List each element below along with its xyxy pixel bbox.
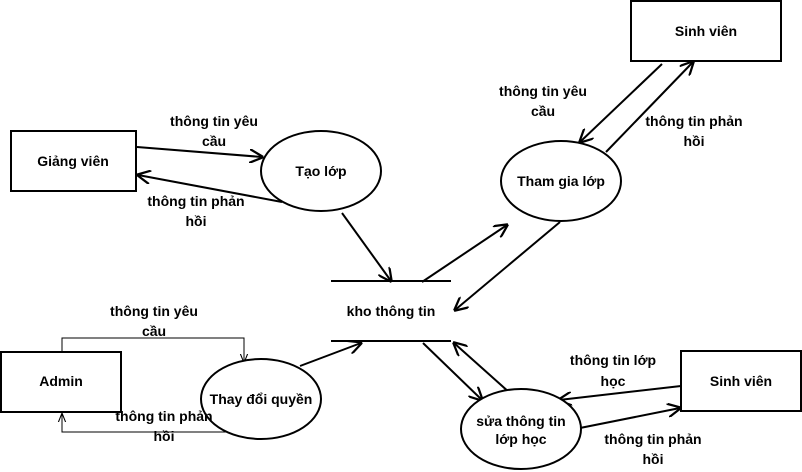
- flow-label-sv1-req-1: thông tin yêu: [499, 83, 587, 99]
- flow-label-sv2-req-1: thông tin lớp: [570, 352, 656, 368]
- entity-sinh-vien-top-label: Sinh viên: [675, 23, 737, 39]
- entity-admin: Admin: [0, 351, 122, 413]
- entity-sinh-vien-top: Sinh viên: [630, 0, 782, 62]
- flow-gv-to-tao-lop: [136, 146, 262, 157]
- process-sua-thong-tin: sửa thông tin lớp học: [460, 388, 582, 470]
- entity-sinh-vien-bottom: Sinh viên: [680, 350, 802, 412]
- flow-label-gv-req-2: cầu: [202, 133, 226, 149]
- flow-label-sv2-resp-1: thông tin phản: [604, 431, 701, 447]
- flow-tham-gia-to-kho: [455, 221, 561, 310]
- flow-label-admin-req-1: thông tin yêu: [110, 303, 198, 319]
- flow-sua-to-sv-bottom: [574, 408, 680, 430]
- flow-admin-to-thay-doi: [61, 337, 244, 362]
- flow-tao-lop-to-kho: [341, 212, 391, 281]
- flow-label-gv-req-1: thông tin yêu: [170, 113, 258, 129]
- datastore-kho-thong-tin: kho thông tin: [331, 280, 451, 342]
- process-tham-gia-lop: Tham gia lớp: [500, 140, 622, 222]
- flow-label-sv2-req-2: học: [601, 373, 626, 389]
- flow-kho-to-sua: [422, 342, 482, 400]
- flow-thay-doi-to-admin: [62, 414, 226, 433]
- flow-label-sv1-req-2: cầu: [531, 103, 555, 119]
- process-thay-doi-quyen-label: Thay đổi quyền: [210, 391, 313, 407]
- process-tao-lop-label: Tạo lớp: [295, 163, 346, 179]
- process-thay-doi-quyen: Thay đổi quyền: [200, 358, 322, 440]
- flow-label-sv1-resp-1: thông tin phản: [645, 113, 742, 129]
- flow-sv-top-to-tham-gia: [580, 63, 663, 142]
- process-tao-lop: Tạo lớp: [260, 130, 382, 212]
- entity-giang-vien-label: Giảng viên: [37, 153, 109, 169]
- flow-sua-to-kho: [454, 343, 511, 394]
- entity-giang-vien: Giảng viên: [10, 130, 137, 192]
- flow-label-admin-resp-2: hồi: [154, 428, 175, 444]
- flow-label-sv1-resp-2: hồi: [684, 133, 705, 149]
- flow-label-gv-resp-1: thông tin phản: [147, 193, 244, 209]
- flow-label-sv2-resp-2: hồi: [643, 451, 664, 467]
- process-tham-gia-lop-label: Tham gia lớp: [517, 173, 605, 189]
- flow-tham-gia-to-sv-top: [605, 62, 693, 153]
- process-sua-thong-tin-label-1: sửa thông tin: [476, 413, 565, 429]
- flow-thay-doi-to-kho: [299, 343, 361, 367]
- flow-label-gv-resp-2: hồi: [186, 213, 207, 229]
- datastore-label: kho thông tin: [347, 303, 436, 319]
- flow-label-admin-req-2: cầu: [142, 323, 166, 339]
- flow-label-admin-resp-1: thông tin phản: [115, 408, 212, 424]
- flow-sv-bottom-to-sua: [559, 385, 682, 400]
- entity-sinh-vien-bottom-label: Sinh viên: [710, 373, 772, 389]
- entity-admin-label: Admin: [39, 373, 83, 389]
- process-sua-thong-tin-label-2: lớp học: [495, 431, 546, 447]
- flow-kho-to-tham-gia: [421, 225, 507, 283]
- flow-tao-lop-to-gv: [138, 175, 283, 203]
